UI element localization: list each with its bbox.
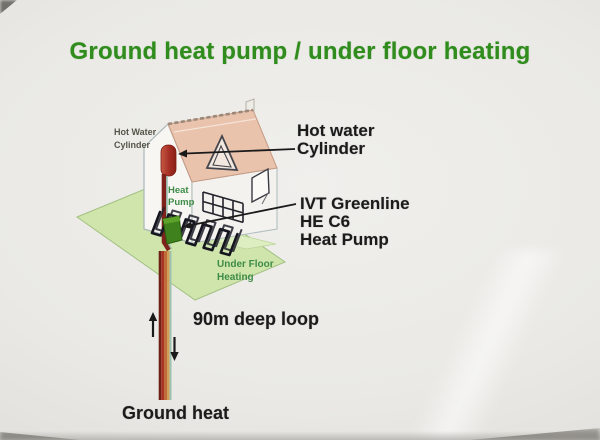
under-floor-small-label: Under Floor xyxy=(217,259,274,270)
page-title: Ground heat pump / under floor heating xyxy=(69,38,531,65)
photo-bottom-shadow xyxy=(0,431,600,440)
house-diagram: Hot Water Cylinder Heat Pump Under Floor… xyxy=(75,98,297,400)
hot-water-cylinder xyxy=(160,144,177,177)
arrow-up-icon xyxy=(148,312,158,337)
borehole-pipe xyxy=(158,251,172,400)
arrow-down-icon xyxy=(170,337,179,361)
hot-water-callout-arrow xyxy=(178,148,296,158)
heat-pump-box-top xyxy=(163,216,181,224)
ivt-callout-arrow xyxy=(183,203,297,229)
hot-water-cylinder-small-label: Hot Water xyxy=(114,127,157,137)
indoor-pipe xyxy=(161,174,171,252)
open-window-strut xyxy=(261,192,269,205)
roof-skylight-inner xyxy=(212,144,232,168)
ivt-callout-line1: IVT Greenline xyxy=(300,194,410,213)
ivt-heat-pump-callout: IVT Greenline HE C6 Heat Pump xyxy=(300,195,410,249)
heat-pump-small-label: Heat xyxy=(168,185,189,196)
underfloor-coil-2 xyxy=(155,207,243,253)
ground-heat-label: Ground heat xyxy=(122,403,229,423)
photo-corner-top-left xyxy=(0,0,17,14)
open-window-panel xyxy=(251,167,270,204)
wall-window-grid xyxy=(202,191,244,224)
photo-corner-bottom-left xyxy=(0,432,80,440)
hot-water-cylinder-small-label2: Cylinder xyxy=(114,140,151,150)
hot-water-callout-line1: Hot water xyxy=(297,121,375,140)
photo-sheen xyxy=(330,250,600,440)
roof-shingle-line xyxy=(173,118,257,133)
deep-loop-label: 90m deep loop xyxy=(193,309,320,329)
under-floor-small-label2: Heating xyxy=(217,272,254,283)
roof-ridge xyxy=(167,108,254,126)
ivt-callout-line3: Heat Pump xyxy=(300,230,389,249)
hot-water-cylinder-callout: Hot water Cylinder xyxy=(297,122,374,158)
hot-water-callout-line2: Cylinder xyxy=(297,139,366,158)
ivt-callout-line2: HE C6 xyxy=(300,212,351,231)
heat-pump-small-label2: Pump xyxy=(168,197,195,208)
